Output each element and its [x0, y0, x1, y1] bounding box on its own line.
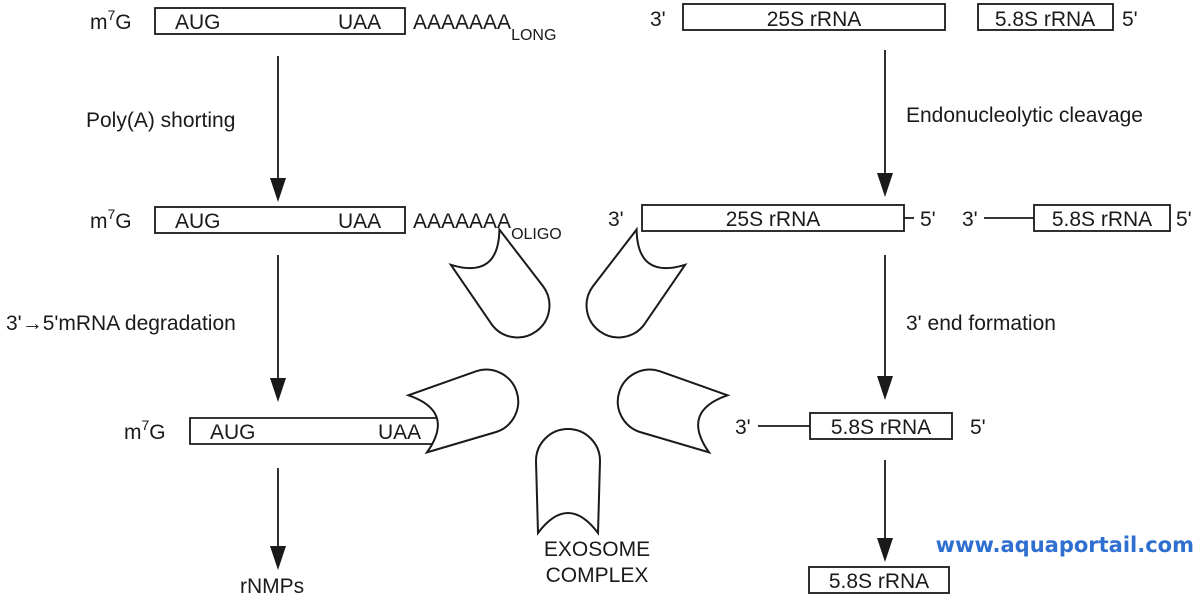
- arrow-mrna-3-head: [270, 546, 286, 570]
- exosome-label-line2: COMPLEX: [546, 564, 649, 587]
- stop-codon-3: UAA: [378, 421, 421, 444]
- rrna-5prime-1: 5': [1122, 8, 1138, 31]
- rrna-3prime-2b: 3': [962, 208, 978, 231]
- rrna-58s-label-1: 5.8S rRNA: [995, 8, 1095, 31]
- rrna-58s-label-4: 5.8S rRNA: [829, 570, 929, 593]
- exosome-subunit: [572, 227, 688, 352]
- rrna-3prime-2: 3': [608, 208, 624, 231]
- start-codon-1: AUG: [175, 11, 221, 34]
- polya-long: AAAAAAALONG: [413, 11, 556, 44]
- rrna-3prime-1: 3': [650, 8, 666, 31]
- polya-oligo: AAAAAAAOLIGO: [413, 210, 562, 243]
- rrna-25s-box-1: [682, 3, 946, 31]
- rrna-25s-box-2: [641, 204, 905, 232]
- exosome-subunit: [608, 360, 730, 456]
- arrow-rrna-1-head: [877, 173, 893, 197]
- rrna-5prime-2b: 5': [1176, 208, 1192, 231]
- rrna-3prime-3: 3': [735, 416, 751, 439]
- three-prime-end-formation-label: 3' end formation: [906, 312, 1056, 335]
- exosome-subunit: [535, 428, 601, 534]
- rrna-58s-label-2: 5.8S rRNA: [1052, 208, 1152, 231]
- arrow-rrna-3-head: [877, 538, 893, 562]
- mrna-cap-2: m7G: [90, 206, 132, 233]
- poly-a-shorting-label: Poly(A) shorting: [86, 109, 235, 132]
- rrna-5prime-2a: 5': [920, 208, 936, 231]
- mrna-cap-3: m7G: [124, 417, 166, 444]
- rrna-58s-box-1: [977, 3, 1114, 31]
- rrna-5prime-3: 5': [970, 416, 986, 439]
- mrna-box-long: [154, 7, 406, 35]
- arrow-rrna-2-head: [877, 376, 893, 400]
- mrna-box-oligo: [154, 206, 406, 234]
- rrna-58s-box-3: [809, 412, 953, 440]
- rrna-25s-label-2: 25S rRNA: [726, 208, 821, 231]
- rrna-58s-box-4: [808, 566, 950, 594]
- stop-codon-1: UAA: [338, 11, 381, 34]
- endonucleolytic-cleavage-label: Endonucleolytic cleavage: [906, 104, 1143, 127]
- rrna-58s-label-3: 5.8S rRNA: [831, 416, 931, 439]
- exosome-subunit: [448, 227, 564, 352]
- start-codon-2: AUG: [175, 210, 221, 233]
- exosome-label-line1: EXOSOME: [544, 538, 650, 561]
- stop-codon-2: UAA: [338, 210, 381, 233]
- arrow-mrna-1-head: [270, 178, 286, 202]
- rnmps-label: rNMPs: [240, 575, 304, 598]
- arrow-mrna-2-head: [270, 378, 286, 402]
- mrna-cap-1: m7G: [90, 7, 132, 34]
- exosome-complex-icon: [406, 227, 730, 534]
- watermark: www.aquaportail.com: [936, 533, 1194, 557]
- start-codon-3: AUG: [210, 421, 256, 444]
- mrna-degradation-label: 3'→5'mRNA degradation: [6, 312, 236, 335]
- rrna-58s-box-2: [1033, 204, 1171, 232]
- rrna-25s-label-1: 25S rRNA: [767, 8, 862, 31]
